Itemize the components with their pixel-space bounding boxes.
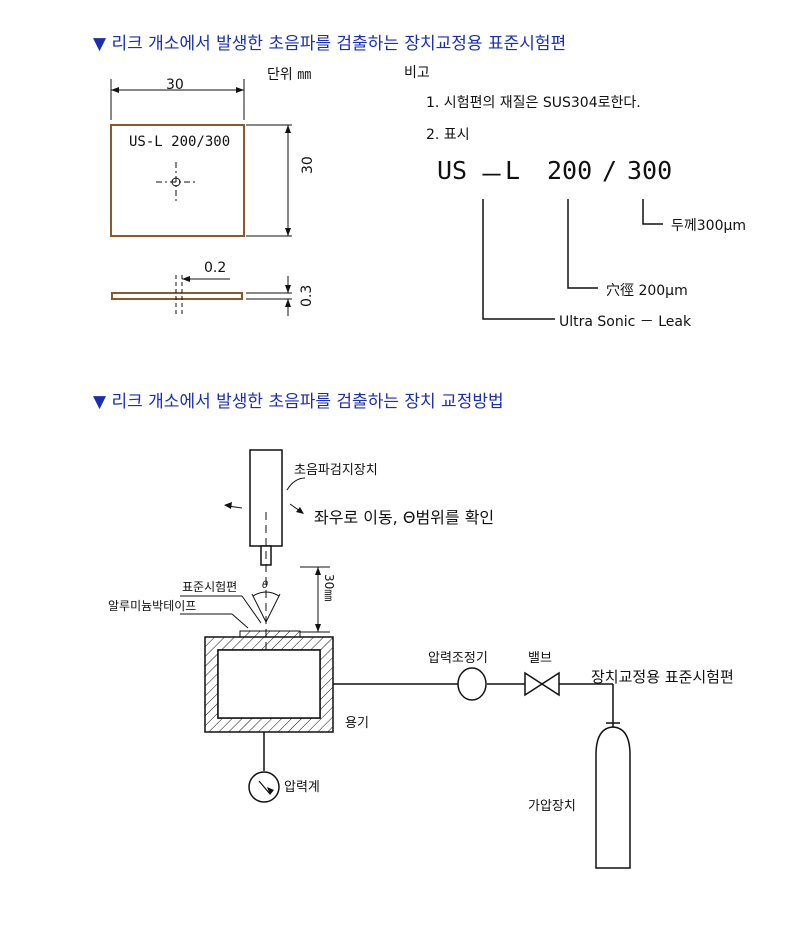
detector-device [224,449,306,680]
legend-ultra-sonic-leak: Ultra Sonic － Leak [559,314,692,330]
notes-heading: 비고 [404,65,430,81]
tape-label: 알루미늄박테이프 [108,599,197,613]
move-instruction: 좌우로 이동, Θ범위를 확인 [314,508,495,527]
gas-cylinder [595,722,631,869]
pressure-regulator-label: 압력조정기 [428,651,488,666]
plate-top-view [110,79,292,237]
plate-side-view [111,275,292,316]
distance-label: 30㎜ [322,574,336,602]
marking-l: L [505,156,521,185]
section1-title: ▼ 리크 개소에서 발생한 초음파를 검출하는 장치교정용 표준시험편 [93,34,567,54]
marking-hole: 200 [547,156,593,185]
vessel [204,630,334,733]
marking-thick: 300 [627,156,673,185]
dim-width: 30 [166,77,184,93]
detector-label: 초음파검지장치 [294,463,378,478]
pressurizer-label: 가압장치 [528,799,576,814]
vessel-label: 용기 [345,716,369,731]
plate-marking-label: US-L 200/300 [129,134,231,150]
label-leaders [180,595,262,629]
test-piece-label: 표준시험편 [182,580,238,594]
section2-title: ▼ 리크 개소에서 발생한 초음파를 검출하는 장치 교정방법 [93,392,504,412]
theta-cone [251,591,281,623]
distance-dimension [300,566,330,633]
legend-hole: 穴徑 200μm [606,283,688,299]
dim-thickness: 0.3 [299,284,315,307]
theta-label: θ [262,580,269,591]
dim-height: 30 [300,156,316,174]
pressure-gauge-label: 압력계 [284,780,320,795]
marking-leaders [482,199,663,320]
marking-us: US [437,156,468,185]
calibration-piece-label: 장치교정용 표준시험편 [591,668,734,686]
dim-hole: 0.2 [204,260,227,276]
pressure-regulator-symbol [457,667,487,701]
note-material: 1. 시험편의 재질은 SUS304로한다. [426,95,641,111]
note-marking: 2. 표시 [426,127,470,143]
marking-dash: － [479,161,505,190]
unit-label: 단위 ㎜ [267,67,312,83]
valve-label: 밸브 [528,651,552,666]
pressure-gauge [248,732,280,803]
legend-thickness: 두께300μm [671,218,747,234]
valve-symbol [524,671,560,697]
marking-slash: / [602,156,618,185]
gas-line [333,683,614,727]
